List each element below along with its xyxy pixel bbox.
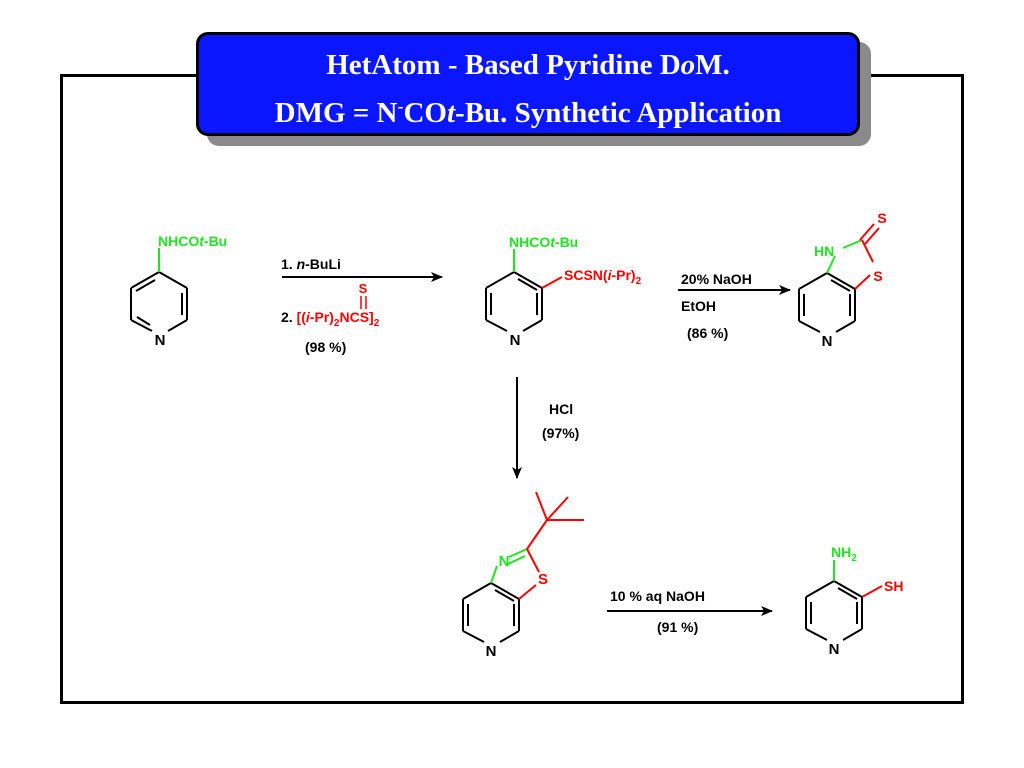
- reaction-step-4: 10 % aq NaOH (91 %): [607, 588, 773, 635]
- reagent-1: 20% NaOH: [681, 271, 752, 287]
- atom-n: N: [822, 333, 833, 350]
- thiocarbamoyl-label: SCSN(i-Pr)2: [564, 267, 642, 287]
- thiocarbonyl-s: S: [359, 281, 368, 296]
- atom-hn: HN: [814, 243, 834, 259]
- title-line-2: DMG = N-COt-Bu. Synthetic Application: [274, 96, 782, 129]
- molecule-intermediate: N NHCOt-Bu SCSN(i-Pr)2: [485, 234, 642, 349]
- atom-n: N: [829, 641, 840, 658]
- yield: (97%): [542, 425, 579, 441]
- reagent-2: 2. [(i-Pr)2NCS]2: [281, 309, 380, 329]
- atom-s-ring: S: [538, 571, 548, 588]
- reaction-step-2: 20% NaOH EtOH (86 %): [678, 271, 791, 341]
- atom-n: N: [486, 643, 497, 660]
- reaction-step-1: 1. n-BuLi 2. [(i-Pr)2NCS]2 S (98 %): [281, 256, 443, 355]
- title-line-1: HetAtom - Based Pyridine DoM.: [326, 49, 730, 81]
- reagent-1: HCl: [549, 401, 573, 417]
- yield: (98 %): [305, 339, 346, 355]
- page-title: HetAtom - Based Pyridine DoM. DMG = N-CO…: [196, 32, 860, 136]
- reagent-1: 1. n-BuLi: [281, 256, 341, 272]
- thiol-label: SH: [884, 578, 903, 594]
- reaction-step-3: HCl (97%): [512, 377, 579, 479]
- atom-s-thione: S: [877, 210, 886, 226]
- molecule-thione: N HN S S: [798, 210, 887, 350]
- reagent-1: 10 % aq NaOH: [610, 588, 705, 604]
- atom-n: N: [155, 332, 166, 349]
- substituent-label: NHCOt-Bu: [509, 234, 578, 250]
- reagent-2: EtOH: [681, 298, 716, 314]
- atom-n: N: [510, 332, 521, 349]
- molecule-tbu-thiazole: N N S: [462, 491, 584, 660]
- molecule-aminothiol: N NH2 SH: [805, 544, 903, 658]
- atom-n-thiazole: N: [499, 553, 510, 570]
- yield: (86 %): [687, 325, 728, 341]
- atom-s-ring: S: [873, 268, 882, 284]
- molecule-start: N NHCOt-Bu: [130, 233, 227, 349]
- substituent-label: NHCOt-Bu: [158, 233, 227, 249]
- amino-label: NH2: [831, 544, 857, 564]
- yield: (91 %): [657, 619, 698, 635]
